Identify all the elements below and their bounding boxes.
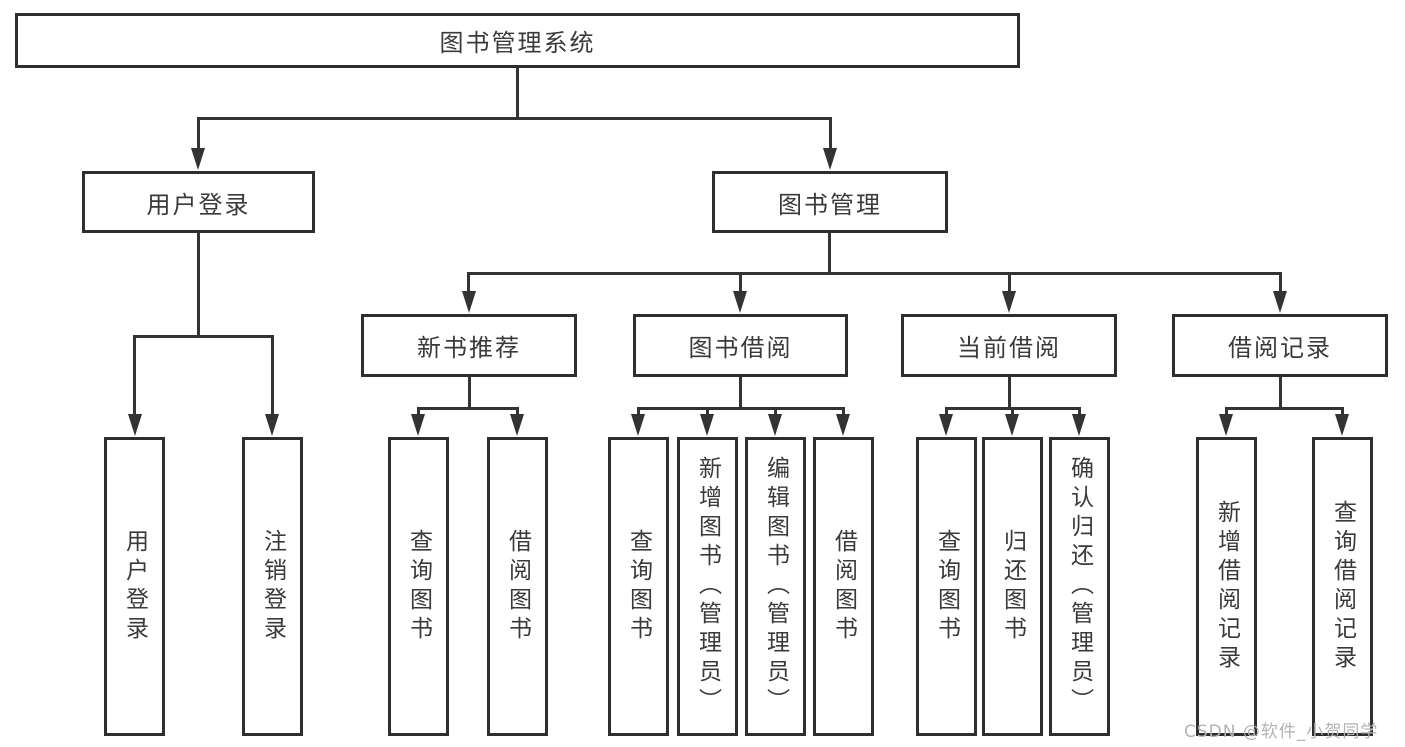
arrow-down-icon <box>939 414 953 436</box>
node-leaf-user-login: 用户登录 <box>104 437 165 736</box>
connector-hline <box>197 117 832 120</box>
connector-hline <box>467 272 1282 275</box>
arrow-down-icon <box>768 414 782 436</box>
connector-hline <box>637 407 845 410</box>
connector-vline <box>1008 272 1011 295</box>
connector-vline <box>467 272 470 295</box>
node-leaf-query-books-current: 查询图书 <box>916 437 977 736</box>
arrow-down-icon <box>1002 291 1016 313</box>
arrow-down-icon <box>411 414 425 436</box>
connector-vline <box>417 407 420 419</box>
connector-hline <box>133 335 274 338</box>
connector-vline <box>1341 407 1344 419</box>
arrow-down-icon <box>631 414 645 436</box>
node-book-borrowing: 图书借阅 <box>633 314 848 377</box>
connector-vline <box>516 407 519 419</box>
connector-vline <box>945 407 948 419</box>
arrow-down-icon <box>1219 414 1233 436</box>
connector-vline <box>516 68 519 119</box>
connector-vline <box>271 335 274 417</box>
node-leaf-borrow-books-recommend: 借阅图书 <box>487 437 548 736</box>
arrow-down-icon <box>462 291 476 313</box>
arrow-down-icon <box>128 414 142 436</box>
arrow-down-icon <box>191 148 205 170</box>
node-leaf-add-books-admin: 新增图书（管理员） <box>677 437 738 736</box>
connector-vline <box>197 117 200 155</box>
node-current-borrowing: 当前借阅 <box>901 314 1117 377</box>
connector-vline <box>706 407 709 419</box>
node-leaf-query-books-borrowing: 查询图书 <box>608 437 669 736</box>
node-new-book-recommendation: 新书推荐 <box>361 314 577 377</box>
arrow-down-icon <box>823 148 837 170</box>
arrow-down-icon <box>1273 291 1287 313</box>
arrow-down-icon <box>510 414 524 436</box>
connector-vline <box>1279 377 1282 409</box>
connector-vline <box>1008 377 1011 409</box>
connector-hline <box>1225 407 1344 410</box>
node-book-management: 图书管理 <box>712 171 948 233</box>
node-leaf-edit-books-admin: 编辑图书（管理员） <box>745 437 806 736</box>
connector-hline <box>417 407 519 410</box>
connector-vline <box>1011 407 1014 419</box>
arrow-down-icon <box>1335 414 1349 436</box>
connector-vline <box>197 233 200 337</box>
arrow-down-icon <box>1005 414 1019 436</box>
node-library-management-system: 图书管理系统 <box>15 13 1020 68</box>
node-leaf-query-borrow-record: 查询借阅记录 <box>1312 437 1373 736</box>
arrow-down-icon <box>265 414 279 436</box>
node-leaf-borrow-books-borrowing: 借阅图书 <box>813 437 874 736</box>
connector-vline <box>739 377 742 409</box>
arrow-down-icon <box>700 414 714 436</box>
connector-vline <box>133 335 136 417</box>
node-leaf-query-books-recommend: 查询图书 <box>388 437 449 736</box>
connector-vline <box>829 117 832 155</box>
connector-vline <box>774 407 777 419</box>
node-borrowing-records: 借阅记录 <box>1172 314 1388 377</box>
connector-vline <box>1078 407 1081 419</box>
connector-vline <box>828 233 831 275</box>
connector-vline <box>739 272 742 295</box>
connector-vline <box>1225 407 1228 419</box>
connector-vline <box>637 407 640 419</box>
node-leaf-add-borrow-record: 新增借阅记录 <box>1196 437 1257 736</box>
arrow-down-icon <box>836 414 850 436</box>
connector-vline <box>842 407 845 419</box>
node-user-login: 用户登录 <box>82 171 315 233</box>
arrow-down-icon <box>1072 414 1086 436</box>
node-leaf-return-books: 归还图书 <box>982 437 1043 736</box>
arrow-down-icon <box>733 291 747 313</box>
watermark-csdn: CSDN @软件_小贺同学 <box>1184 722 1379 742</box>
node-leaf-logout: 注销登录 <box>242 437 303 736</box>
connector-vline <box>1279 272 1282 295</box>
node-leaf-confirm-return-admin: 确认归还（管理员） <box>1049 437 1110 736</box>
connector-vline <box>468 377 471 409</box>
